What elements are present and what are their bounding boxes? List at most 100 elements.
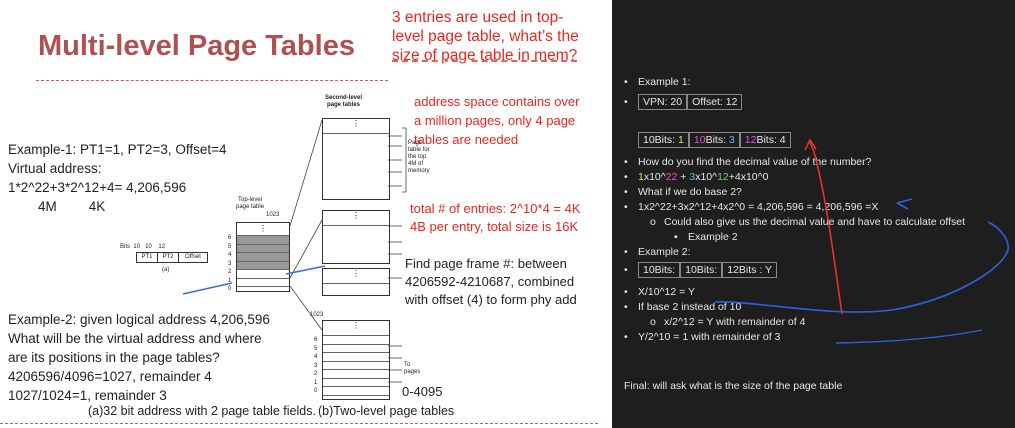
notes-text: + xyxy=(677,171,690,183)
field-pt1: PT1 xyxy=(137,253,158,262)
bottom-row xyxy=(323,370,389,379)
ex2-cell-1: 10Bits: xyxy=(638,262,681,278)
second-level-table-2: ⋮ xyxy=(322,210,390,264)
total-entries-note: total # of entries: 2^10*4 = 4K 4B per e… xyxy=(410,200,581,236)
table-ellipsis: ⋮ xyxy=(237,223,289,236)
address-fields: PT1 PT2 Offset xyxy=(136,252,208,263)
table-ellipsis: ⋮ xyxy=(323,211,389,226)
notes-text: 4 xyxy=(779,134,786,146)
example1-line: Example-1: PT1=1, PT2=3, Offset=4 xyxy=(8,142,227,157)
second-level-table-3: ⋮ xyxy=(322,268,390,296)
label-line: 4M of xyxy=(408,161,424,167)
notes-q1: •How do you find the decimal value of th… xyxy=(624,156,872,168)
question-top: 3 entries are used in top- level page ta… xyxy=(392,8,579,65)
notes-text: 10 xyxy=(693,134,706,146)
address-format-diagram: Bits 10 10 12 PT1 PT2 Offset (a) xyxy=(120,244,208,274)
question-line: level page table, what’s the xyxy=(392,28,579,45)
notes-text: 10Bits: xyxy=(643,134,679,146)
note-line: 4B per entry, total size is 16K xyxy=(410,219,579,234)
label-line: To xyxy=(404,362,411,368)
bottom-row xyxy=(323,353,389,362)
note-line: a million pages, only 4 page xyxy=(414,113,576,128)
example2: Example-2: given logical address 4,206,5… xyxy=(8,310,270,405)
ex2-cell-3: 12Bits : Y xyxy=(722,262,777,278)
index: 3 xyxy=(228,260,232,267)
notes-text: +4x10^0 xyxy=(728,171,769,183)
notes-text: 1 xyxy=(678,134,684,146)
label-line: Top-level xyxy=(238,197,263,203)
notes-text: 3 xyxy=(689,171,696,183)
top-level-label: Top-level page table xyxy=(236,197,264,211)
notes-x4: •Y/2^10 = 1 with remainder of 3 xyxy=(624,331,781,343)
index: 3 xyxy=(314,362,318,369)
top-level-table: ⋮ xyxy=(236,222,290,292)
index: 1 xyxy=(314,379,318,386)
bottom-row xyxy=(323,362,389,370)
top-row xyxy=(237,261,289,270)
note-line: Find page frame #: between xyxy=(405,256,567,271)
top-row xyxy=(237,279,289,287)
notes-text: 3 xyxy=(728,134,735,146)
ink-annotations xyxy=(714,138,1009,344)
table-ellipsis: ⋮ xyxy=(323,119,389,134)
bits-pt1: 10 xyxy=(133,244,141,250)
notes-text: 1 xyxy=(638,171,644,183)
size-4k: 4K xyxy=(88,199,106,214)
second-level-label: Second-level page tables xyxy=(325,95,362,109)
index: 5 xyxy=(228,243,232,250)
notes-text: 22 xyxy=(665,171,678,183)
note-line: address space contains over xyxy=(414,94,580,109)
notes-ex1: •Example 1: xyxy=(624,76,691,88)
example2-line: 1027/1024=1, remainder 3 xyxy=(8,388,167,403)
bits-pt2: 10 xyxy=(145,244,152,250)
bits-offset: 12 xyxy=(158,244,166,250)
index: 4 xyxy=(228,252,232,258)
notes-text: Bits: xyxy=(705,134,729,146)
label-line: page table xyxy=(236,204,265,210)
table-ellipsis: ⋮ xyxy=(323,321,389,336)
example2-line: 4206596/4096=1027, remainder 4 xyxy=(8,369,212,384)
address-space-note: address space contains over a million pa… xyxy=(414,92,579,149)
notes-text: X/10^12 = Y xyxy=(638,286,695,298)
index: 6 xyxy=(228,235,232,241)
notes-text: Example 1: xyxy=(638,76,691,88)
label-line: table for xyxy=(408,147,430,153)
bottom-indices: 6 5 4 3 2 1 0 xyxy=(314,336,317,396)
top-row xyxy=(237,236,289,245)
bits-cell-3: 12Bits: 4 xyxy=(739,132,791,148)
field-offset: Offset xyxy=(185,254,201,260)
notes-text: x10^ xyxy=(695,171,718,183)
notes-text: If base 2 instead of 10 xyxy=(638,301,742,313)
label-line: Page xyxy=(408,140,423,146)
notes-text: Y/2^10 = 1 with remainder of 3 xyxy=(638,331,781,343)
label-line: page tables xyxy=(327,102,361,108)
notes-formula: •1x10^22 + 3x10^12+4x10^0 xyxy=(624,171,769,183)
bottom-index-1023: 1023 xyxy=(310,312,324,318)
to-pages-label: To pages xyxy=(404,362,420,376)
notes-ex2: •Example 2: xyxy=(624,246,691,258)
table-ellipsis: ⋮ xyxy=(323,269,389,284)
notes-text: 12 xyxy=(717,171,729,183)
notes-text: Example 2 xyxy=(688,231,738,243)
index: 2 xyxy=(314,371,318,377)
caption-b: (b)Two-level page tables xyxy=(318,404,455,418)
top-row xyxy=(237,244,289,253)
index: 5 xyxy=(314,345,318,352)
diagram-arrows xyxy=(182,119,407,383)
notes-x2: •If base 2 instead of 10 xyxy=(624,301,742,313)
lecture-slide: Multi-level Page Tables 3 entries are us… xyxy=(0,8,598,424)
field-pt2: PT2 xyxy=(158,253,179,262)
bottom-dash xyxy=(0,423,598,424)
bits-cell-2: 10Bits: 3 xyxy=(688,132,740,148)
index: 4 xyxy=(314,354,318,360)
offset-cell: Offset: 12 xyxy=(687,94,743,110)
example2-line: are its positions in the page tables? xyxy=(8,350,220,365)
notes-ex2-row: •10Bits:10Bits:12Bits : Y xyxy=(624,262,777,278)
question-line: size of page table in mem? xyxy=(392,47,578,64)
second-level-table-4: ⋮ xyxy=(322,320,390,400)
notes-calc: •1x2^22+3x2^12+4x2^0 = 4,206,596 = 4,206… xyxy=(624,201,879,213)
